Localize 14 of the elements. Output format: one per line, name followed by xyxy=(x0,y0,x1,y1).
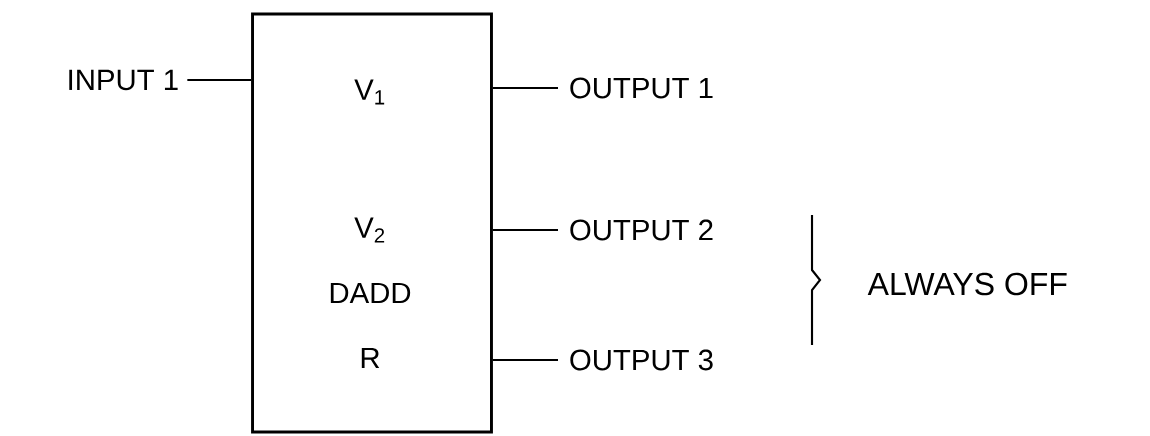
group-label: ALWAYS OFF xyxy=(867,272,1067,296)
connector-line xyxy=(492,86,558,90)
block-box xyxy=(251,12,493,434)
connector-line xyxy=(492,228,558,232)
box-text: V$_{2}$ xyxy=(354,217,385,243)
box-text: R xyxy=(361,347,380,369)
terminal-label: INPUT 1 xyxy=(69,69,178,91)
connector-line xyxy=(187,78,252,82)
box-text: DADD xyxy=(330,282,411,304)
connector-line xyxy=(492,358,558,362)
terminal-label: OUTPUT 2 xyxy=(570,219,713,241)
terminal-label: OUTPUT 1 xyxy=(570,77,713,99)
terminal-label: OUTPUT 3 xyxy=(570,349,713,371)
box-text: V$_{1}$ xyxy=(354,79,385,105)
